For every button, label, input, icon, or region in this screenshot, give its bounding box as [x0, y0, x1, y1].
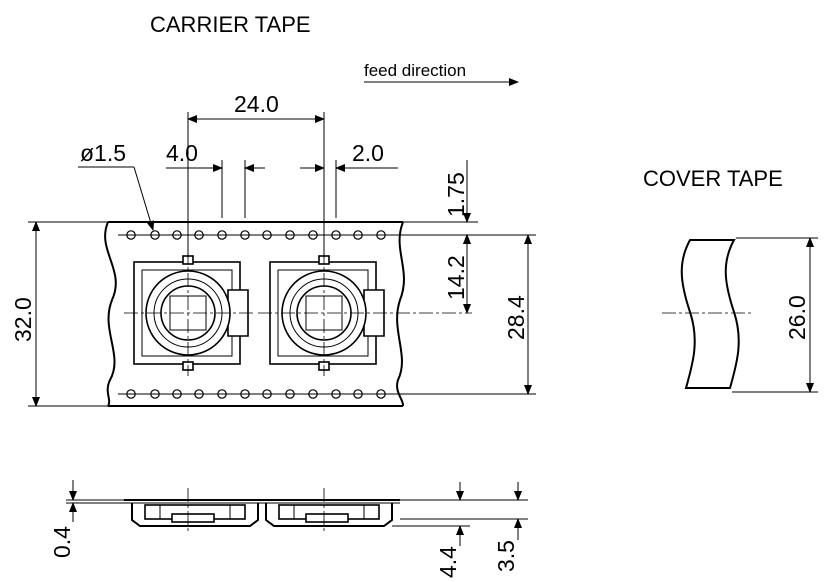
side-view	[124, 488, 400, 534]
cover-tape-shape	[662, 239, 752, 389]
dim-pocket-span: 28.4	[395, 234, 536, 395]
dim-cover-width: 26.0	[732, 237, 818, 393]
dim-hole-to-center: 14.2	[443, 234, 471, 314]
dim-pocket-span-value: 28.4	[503, 295, 529, 340]
dim-tape-width-value: 32.0	[10, 297, 36, 342]
dim-hole-pitch: 4.0	[166, 140, 265, 218]
dim-overall-height-value: 3.5	[493, 540, 519, 572]
dim-cover-width-value: 26.0	[784, 295, 810, 340]
dim-hole-diameter-value: ø1.5	[80, 140, 126, 166]
dim-overall-height: 3.5	[400, 482, 528, 572]
carrier-tape-title: CARRIER TAPE	[150, 12, 311, 37]
dim-pitch-value: 24.0	[234, 91, 279, 117]
dim-hole-diameter: ø1.5	[78, 140, 155, 231]
feed-direction-label: feed direction	[364, 61, 466, 80]
dim-hole-pitch-value: 4.0	[166, 140, 198, 166]
dim-tape-width: 32.0	[10, 221, 108, 407]
dim-tape-thickness-value: 0.4	[49, 526, 75, 558]
dim-hole-offset-value: 2.0	[352, 140, 384, 166]
dim-tape-thickness: 0.4	[49, 480, 124, 558]
dim-edge-to-hole-value: 1.75	[443, 172, 469, 217]
dim-pocket-depth: 4.4	[392, 482, 528, 578]
tape-pocket-1	[124, 250, 254, 376]
sprocket-holes-top	[118, 230, 395, 240]
dim-pocket-depth-value: 4.4	[435, 546, 461, 578]
dim-hole-offset: 2.0	[300, 140, 398, 218]
dim-pitch: 24.0	[187, 91, 325, 258]
tape-pocket-2	[258, 250, 472, 376]
dim-edge-to-hole: 1.75	[395, 160, 478, 252]
dim-hole-to-center-value: 14.2	[443, 255, 469, 300]
sprocket-holes-bottom	[118, 389, 395, 399]
cover-tape-title: COVER TAPE	[643, 166, 783, 191]
carrier-tape-outline	[104, 221, 405, 407]
